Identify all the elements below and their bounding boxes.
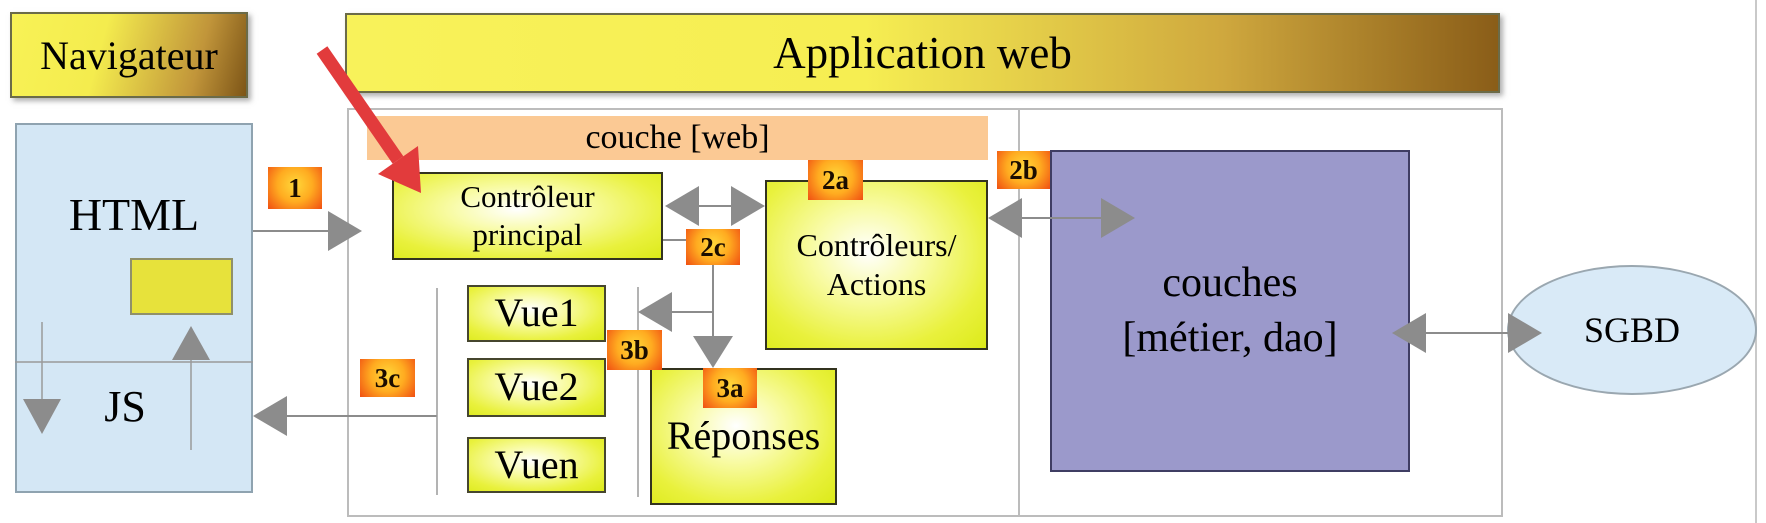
responses-node: Réponses (650, 368, 837, 505)
main-controller-line2: principal (472, 217, 583, 252)
view2-node: Vue2 (467, 358, 606, 417)
controllers-actions-line2: Actions (826, 266, 927, 302)
step-badge-2a: 2a (808, 160, 863, 200)
controllers-actions-node: Contrôleurs/ Actions (765, 180, 988, 350)
html-fragment-rect (130, 258, 233, 315)
web-application-label: Application web (773, 28, 1072, 78)
step-badge-2c: 2c (686, 229, 740, 265)
navigator-label: Navigateur (40, 32, 218, 78)
step-badge-3a: 3a (703, 368, 757, 408)
js-label: JS (104, 382, 146, 431)
database-label: SGBD (1583, 310, 1681, 350)
business-layers-line2: [métier, dao] (1122, 315, 1338, 361)
main-controller-node: Contrôleur principal (392, 172, 663, 260)
web-application-header: Application web (345, 13, 1500, 93)
step-badge-3b: 3b (607, 330, 662, 370)
viewn-node: Vuen (467, 437, 606, 493)
html-label: HTML (68, 189, 200, 240)
business-dao-layers-node: couches [métier, dao] (1050, 150, 1410, 472)
slide-right-edge (1755, 0, 1757, 523)
step-2a-label: 2a (822, 164, 849, 195)
step-badge-1: 1 (268, 167, 322, 209)
web-layer-banner: couche [web] (367, 116, 988, 160)
view2-label: Vue2 (494, 364, 579, 410)
viewn-label: Vuen (494, 441, 579, 487)
main-controller-line1: Contrôleur (460, 179, 595, 215)
step-3a-label: 3a (716, 372, 744, 403)
view1-node: Vue1 (467, 285, 606, 342)
business-layers-line1: couches (1162, 260, 1298, 307)
step-2b-label: 2b (1009, 154, 1038, 185)
navigator-node: Navigateur (10, 12, 248, 98)
step-2c-label: 2c (700, 231, 726, 262)
web-layer-banner-label: couche [web] (585, 119, 770, 156)
step-1-label: 1 (288, 172, 302, 203)
step-badge-3c: 3c (360, 359, 415, 397)
controllers-actions-line1: Contrôleurs/ (796, 226, 957, 263)
database-node: SGBD (1507, 265, 1757, 395)
step-badge-2b: 2b (997, 151, 1050, 189)
view1-label: Vue1 (494, 290, 579, 336)
responses-label: Réponses (666, 413, 821, 459)
step-3c-label: 3c (374, 362, 401, 393)
step-3b-label: 3b (620, 334, 649, 365)
